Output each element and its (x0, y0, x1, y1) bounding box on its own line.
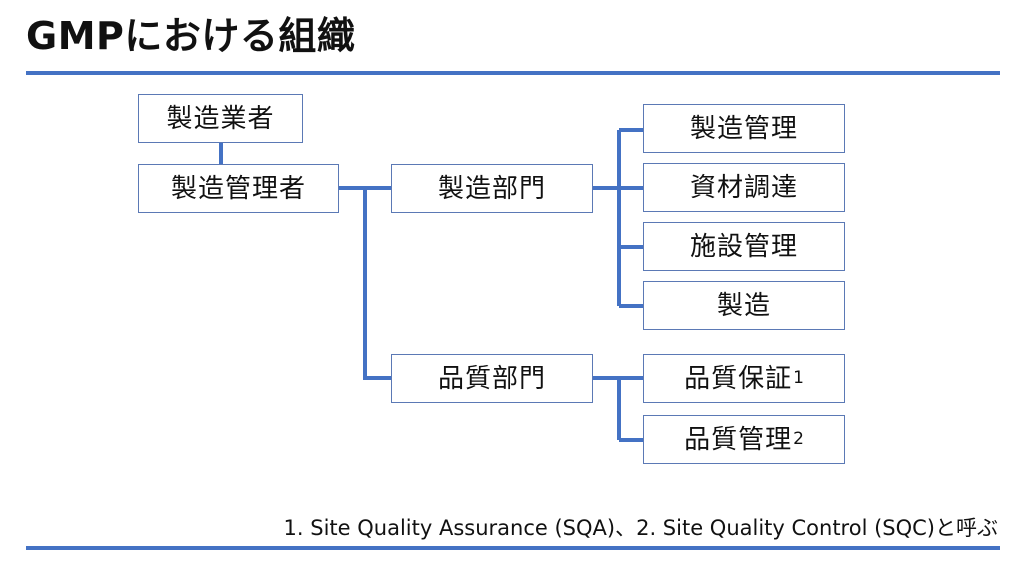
quality-assurance-label: 品質保証 (684, 363, 793, 394)
box-manufacturing: 製造 (643, 281, 845, 330)
connector-quality-dept-children (593, 376, 643, 442)
footer-divider (26, 546, 1000, 550)
box-quality-dept: 品質部門 (391, 354, 593, 403)
quality-assurance-note-marker: 1 (793, 368, 804, 388)
quality-control-label: 品質管理 (684, 424, 793, 455)
connector-manufacturing-dept-children (593, 128, 643, 308)
box-manufacturing-control: 製造管理 (643, 104, 845, 153)
box-manufacturing-dept: 製造部門 (391, 164, 593, 213)
title-divider (26, 71, 1000, 75)
footnote: 1. Site Quality Assurance (SQA)、2. Site … (283, 516, 998, 540)
box-facility-management: 施設管理 (643, 222, 845, 271)
connector-manager-to-quality-dept (363, 188, 391, 380)
quality-control-note-marker: 2 (793, 429, 804, 449)
box-manufacturing-manager: 製造管理者 (138, 164, 339, 213)
slide-title: GMPにおける組織 (26, 14, 356, 58)
box-material-procurement: 資材調達 (643, 163, 845, 212)
box-manufacturer: 製造業者 (138, 94, 303, 143)
